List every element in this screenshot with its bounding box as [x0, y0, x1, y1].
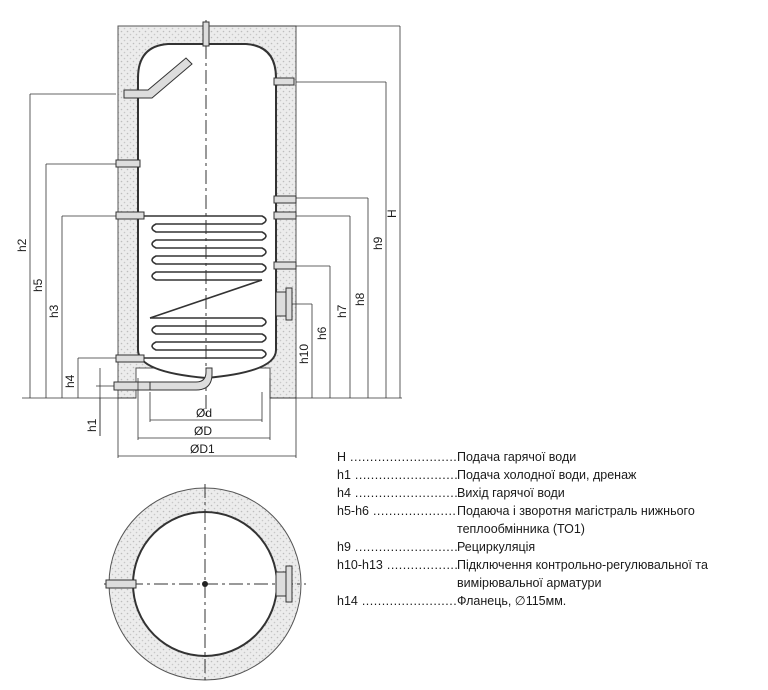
dim-label-h9: h9: [371, 236, 385, 250]
legend-row: h4 .....................................…: [337, 484, 757, 502]
legend-desc: Подача холодної води, дренаж: [457, 468, 637, 482]
dim-label-h4: h4: [63, 374, 77, 388]
dim-label-h8: h8: [353, 292, 367, 306]
flange: [275, 287, 293, 321]
legend-desc: Фланець, ∅115мм.: [457, 594, 567, 608]
legend-code: h5-h6: [337, 504, 369, 518]
front-view: h2 h5 h3 h4 h1 H h9 h8 h7 h6 h10 Ød ØD Ø…: [15, 20, 402, 458]
legend-code: H: [337, 450, 347, 464]
legend-desc: Рециркуляція: [457, 540, 536, 554]
dim-label-h10: h10: [297, 344, 311, 364]
dim-label-h3: h3: [47, 304, 61, 318]
hot-water-outlet-pipe: [202, 21, 210, 47]
legend-code: h14: [337, 594, 358, 608]
legend-row: H ......................................…: [337, 448, 757, 466]
legend-row: h5-h6 ..................................…: [337, 502, 757, 538]
legend-desc: Підключення контрольно-регулювальної та …: [457, 558, 708, 590]
legend-desc: Вихід гарячої води: [457, 486, 565, 500]
left-nozzles: [113, 159, 151, 391]
legend-code: h10-h13: [337, 558, 383, 572]
dim-label-d: Ød: [196, 406, 212, 420]
legend-desc: Подача гарячої води: [457, 450, 577, 464]
dim-label-D1: ØD1: [190, 442, 215, 456]
legend-row: h9 .....................................…: [337, 538, 757, 556]
legend-desc: Подаюча і зворотня магістраль нижнього т…: [457, 504, 695, 536]
legend-row: h10-h13 ................................…: [337, 556, 757, 592]
dim-label-h5: h5: [31, 278, 45, 292]
heat-exchanger-coil: [144, 215, 267, 359]
legend-row: h1 .....................................…: [337, 466, 757, 484]
dim-label-h7: h7: [335, 304, 349, 318]
legend-code: h9: [337, 540, 351, 554]
legend-code: h1: [337, 468, 351, 482]
legend-row: h14 ....................................…: [337, 592, 757, 610]
dim-label-h6: h6: [315, 326, 329, 340]
dim-label-h1: h1: [85, 418, 99, 432]
right-nozzles: [273, 77, 297, 270]
dim-label-D: ØD: [194, 424, 212, 438]
dim-label-H: H: [385, 209, 399, 218]
legend: H ......................................…: [337, 448, 757, 610]
dim-label-h2: h2: [15, 238, 29, 252]
legend-code: h4: [337, 486, 351, 500]
top-view: [104, 484, 306, 684]
tank-body: [137, 43, 277, 380]
